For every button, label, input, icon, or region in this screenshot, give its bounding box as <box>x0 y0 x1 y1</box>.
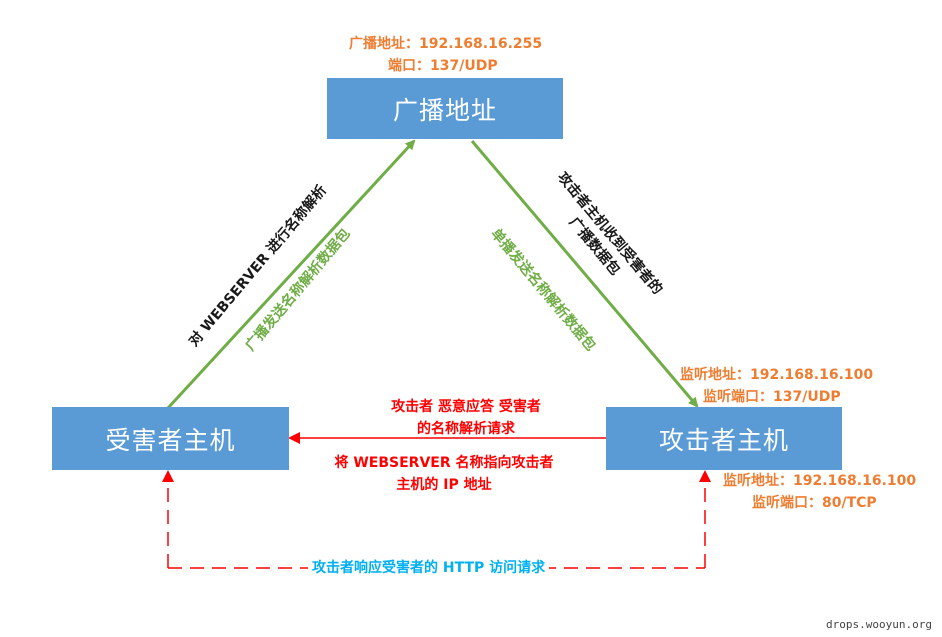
red-top-line2: 的名称解析请求 <box>417 421 515 437</box>
attacker-udp-port-label: 监听端口：137/UDP <box>703 389 841 405</box>
red-top-line1: 攻击者 恶意应答 受害者 <box>391 399 541 415</box>
attacker-tcp-address-label: 监听地址：192.168.16.100 <box>723 473 917 489</box>
victim-node-label: 受害者主机 <box>105 425 236 455</box>
http-response-label: 攻击者响应受害者的 HTTP 访问请求 <box>308 557 550 579</box>
broadcast-port-label: 端口：137/UDP <box>388 58 498 74</box>
red-bottom-label: 将 WEBSERVER 名称指向攻击者 主机的 IP 地址 <box>318 452 570 496</box>
red-bottom-line2: 主机的 IP 地址 <box>396 477 492 493</box>
broadcast-node-label: 广播地址 <box>392 95 497 125</box>
watermark-text: drops.wooyun.org <box>826 618 932 631</box>
broadcast-node: 广播地址 <box>327 78 563 139</box>
red-top-label: 攻击者 恶意应答 受害者 的名称解析请求 <box>348 396 584 440</box>
broadcast-address-label: 广播地址：192.168.16.255 <box>349 36 543 52</box>
attacker-node: 攻击者主机 <box>606 407 842 470</box>
attacker-tcp-port-label: 监听端口：80/TCP <box>752 495 877 511</box>
victim-node: 受害者主机 <box>52 407 289 470</box>
red-bottom-line1: 将 WEBSERVER 名称指向攻击者 <box>334 455 554 471</box>
attacker-node-label: 攻击者主机 <box>658 425 789 455</box>
victim-to-broadcast-arrow <box>166 139 416 410</box>
broadcast-to-attacker-arrow <box>470 140 699 408</box>
attacker-udp-address-label: 监听地址：192.168.16.100 <box>680 367 874 383</box>
